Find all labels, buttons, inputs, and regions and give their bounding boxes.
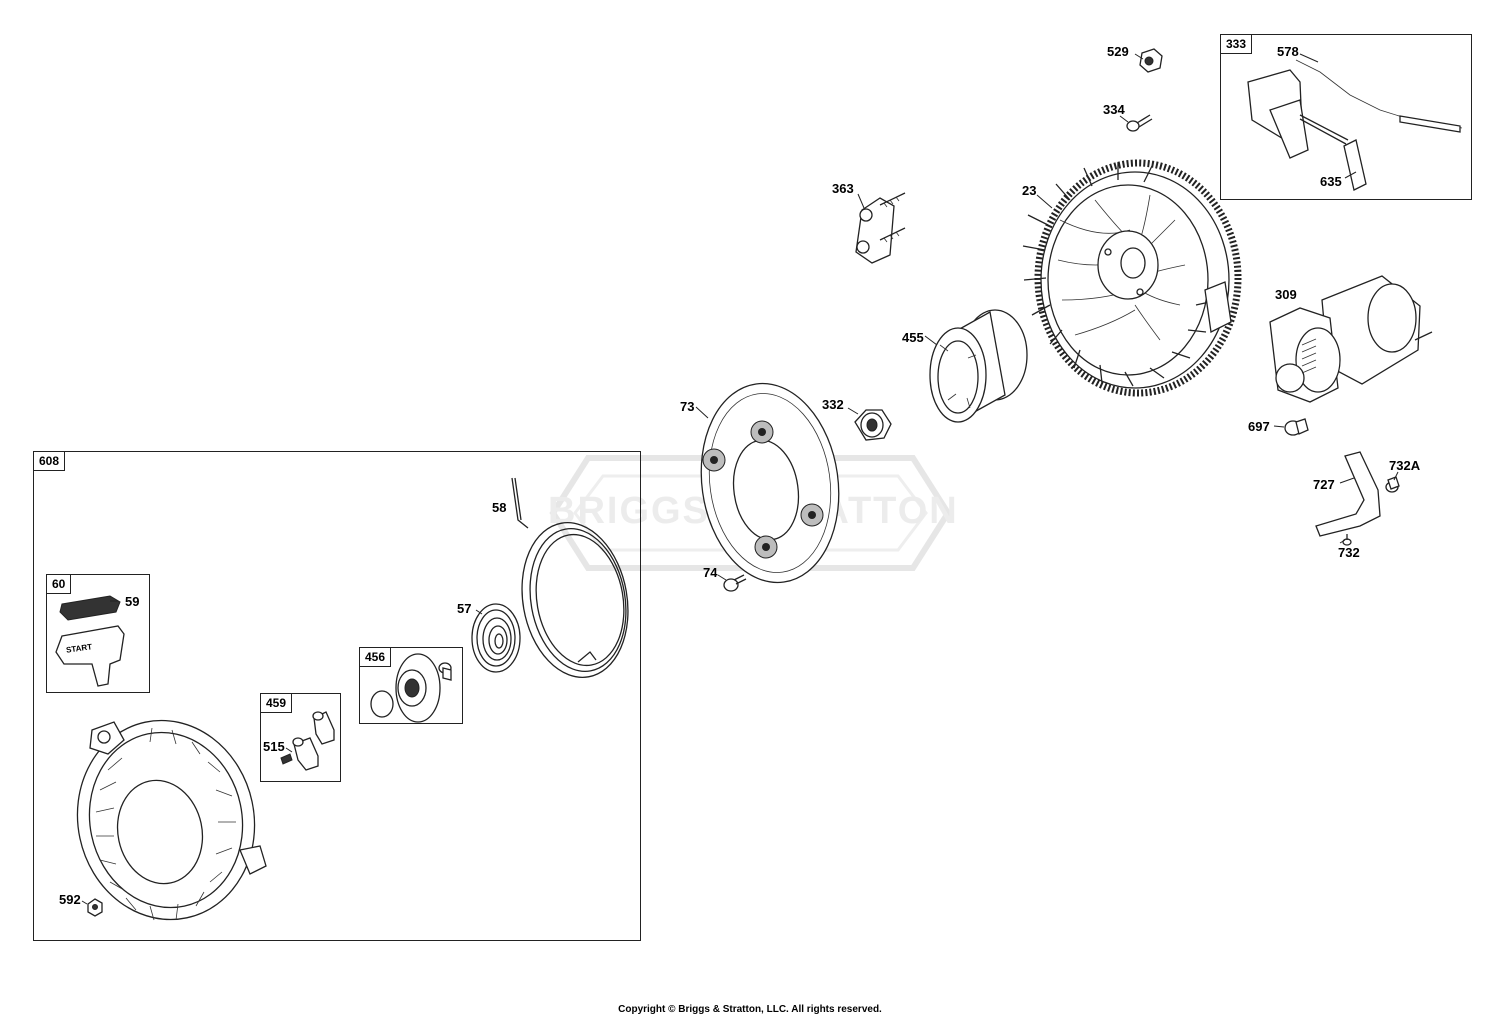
group-tag-459[interactable]: 459 [260, 693, 293, 713]
part-334-screw-drawing [1126, 114, 1153, 132]
part-529-nut-drawing [1139, 48, 1163, 73]
part-732a-screw-drawing [1385, 476, 1400, 493]
part-label-515[interactable]: 515 [263, 739, 285, 754]
part-label-455[interactable]: 455 [902, 330, 924, 345]
part-732-screw-drawing [1342, 534, 1352, 546]
part-label-73[interactable]: 73 [680, 399, 695, 414]
part-74-bolt-drawing [723, 574, 747, 592]
part-459-pawls-drawing [280, 711, 335, 771]
part-label-732[interactable]: 732 [1338, 545, 1360, 560]
part-592-nut-drawing [87, 898, 103, 917]
part-309-starter-drawing [1269, 275, 1433, 403]
group-tag-608[interactable]: 608 [33, 451, 66, 471]
part-label-697[interactable]: 697 [1248, 419, 1270, 434]
part-332-nut-drawing [854, 409, 892, 441]
part-label-309[interactable]: 309 [1275, 287, 1297, 302]
part-label-635[interactable]: 635 [1320, 174, 1342, 189]
group-box-608: 608 [33, 451, 641, 941]
part-456-pulley-drawing [370, 653, 452, 723]
part-label-57[interactable]: 57 [457, 601, 472, 616]
group-tag-333[interactable]: 333 [1220, 34, 1253, 54]
part-label-732a[interactable]: 732A [1389, 458, 1421, 473]
part-23-flywheel-drawing [1022, 159, 1242, 397]
part-label-74[interactable]: 74 [703, 565, 718, 580]
group-box-459: 459 [260, 693, 341, 782]
part-455-cup-drawing [929, 309, 1028, 423]
part-60-handle-drawing [55, 595, 125, 687]
group-box-60: 60 [46, 574, 150, 693]
part-58-rope-drawing [511, 477, 629, 678]
part-label-529[interactable]: 529 [1107, 44, 1129, 59]
part-label-23[interactable]: 23 [1022, 183, 1037, 198]
part-333-armature-drawing [1247, 59, 1463, 191]
group-tag-456[interactable]: 456 [359, 647, 392, 667]
copyright-notice: Copyright © Briggs & Stratton, LLC. All … [618, 1004, 882, 1015]
leader-lines [81, 53, 1399, 905]
group-tag-60[interactable]: 60 [46, 574, 72, 594]
part-label-578[interactable]: 578 [1277, 44, 1299, 59]
part-363-bracket-drawing [855, 192, 906, 264]
recoil-housing-drawing [76, 719, 267, 921]
part-727-bracket-drawing [1315, 451, 1381, 537]
part-label-58[interactable]: 58 [492, 500, 507, 515]
part-label-592[interactable]: 592 [59, 892, 81, 907]
part-73-plate-drawing [700, 382, 840, 584]
part-label-59[interactable]: 59 [125, 594, 140, 609]
part-697-bolt-drawing [1284, 418, 1309, 436]
part-57-spring-drawing [471, 603, 521, 673]
part-label-363[interactable]: 363 [832, 181, 854, 196]
part-label-334[interactable]: 334 [1103, 102, 1125, 117]
group-box-333: 333 [1220, 34, 1472, 200]
part-label-332[interactable]: 332 [822, 397, 844, 412]
group-box-456: 456 [359, 647, 463, 724]
part-label-727[interactable]: 727 [1313, 477, 1335, 492]
